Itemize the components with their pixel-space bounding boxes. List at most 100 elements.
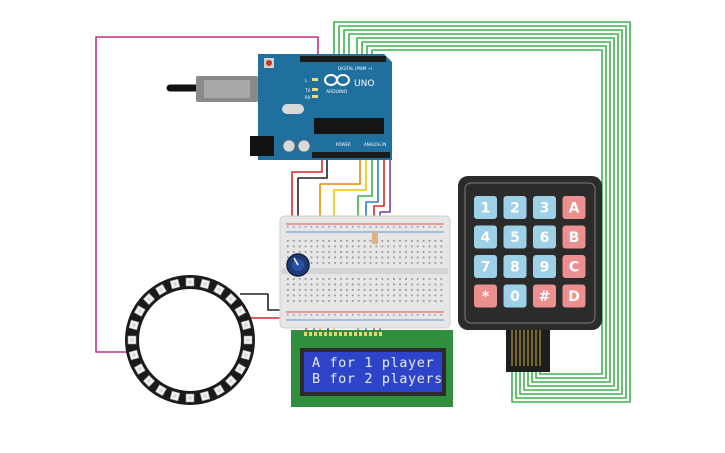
- crystal: [282, 104, 304, 114]
- keypad-key-label: 0: [510, 289, 520, 305]
- keypad-key-label: *: [482, 289, 490, 305]
- keypad-key-label: 4: [481, 230, 491, 246]
- keypad-key-C[interactable]: C: [562, 255, 586, 278]
- keypad-ribbon-lines: [511, 330, 541, 366]
- keypad-inner: [464, 182, 596, 324]
- reset-button-cap: [266, 60, 272, 66]
- wire-keypad-1: [333, 21, 631, 403]
- keypad-key-2[interactable]: 2: [503, 196, 527, 219]
- neopixel-led: [142, 292, 156, 306]
- keypad-key-8[interactable]: 8: [503, 255, 527, 278]
- neopixel-led: [128, 319, 140, 331]
- keypad-key-label: 8: [510, 260, 520, 276]
- breadboard[interactable]: [279, 215, 451, 329]
- tx-led: [312, 88, 318, 91]
- breadboard-center-channel: [282, 268, 448, 274]
- capacitor-2: [297, 139, 311, 153]
- usb-plug-inner: [204, 80, 250, 98]
- keypad-key-5[interactable]: 5: [503, 225, 527, 249]
- keypad-key-label: 9: [540, 260, 550, 276]
- keypad-key-4[interactable]: 4: [474, 225, 497, 249]
- keypad-key-9[interactable]: 9: [533, 255, 556, 278]
- wire-ring-to-arduino: [95, 36, 319, 353]
- potentiometer-knob[interactable]: [286, 253, 310, 277]
- wire-keypad-7: [366, 45, 607, 379]
- l-led: [312, 78, 318, 81]
- neopixel-led: [240, 349, 252, 361]
- neopixel-ring[interactable]: [125, 275, 255, 405]
- keypad-key-label: 6: [540, 230, 550, 246]
- analog-header: [312, 152, 390, 158]
- arduino-infinity-logo: [324, 74, 350, 86]
- wire-keypad-5: [356, 37, 615, 387]
- wire-orange: [319, 158, 361, 244]
- neopixel-led: [185, 393, 195, 403]
- keypad-key-B[interactable]: B: [562, 225, 586, 249]
- keypad-key-*[interactable]: *: [474, 284, 497, 308]
- capacitor-1: [282, 139, 296, 153]
- lcd-line-1: A for 1 player: [312, 355, 435, 371]
- keypad-key-D[interactable]: D: [562, 284, 586, 308]
- wire-keypad-3: [343, 29, 623, 395]
- wire-gnd: [297, 158, 328, 226]
- neopixel-led: [240, 319, 252, 331]
- neopixel-led: [133, 305, 146, 317]
- keypad-key-A[interactable]: A: [562, 196, 586, 219]
- neopixel-led: [224, 374, 238, 388]
- wire-keypad-2: [338, 25, 627, 399]
- arduino-power-label: POWER: [336, 142, 351, 147]
- keypad-key-0[interactable]: 0: [503, 284, 527, 308]
- keypad-key-label: 3: [540, 201, 550, 217]
- keypad-key-label: D: [568, 289, 580, 305]
- arduino-logo-text: ARDUINO: [326, 89, 348, 95]
- atmega-chip: [314, 118, 384, 134]
- neopixel-led: [243, 335, 253, 345]
- neopixel-led: [127, 335, 137, 345]
- keypad-key-label: B: [569, 230, 580, 246]
- arduino-digital-label: DIGITAL (PWM ~): [338, 66, 373, 71]
- wire-keypad-6: [361, 41, 611, 383]
- arduino-tx-label: TX: [304, 88, 310, 93]
- neopixel-led: [234, 305, 247, 317]
- digital-header: [300, 56, 386, 62]
- lcd-line-2: B for 2 players: [312, 371, 443, 387]
- neopixel-led: [185, 277, 195, 287]
- arduino-uno[interactable]: ARDUINO UNO DIGITAL (PWM ~) POWER ANALOG…: [166, 54, 392, 160]
- neopixel-led: [199, 390, 211, 402]
- breadboard-holes: [287, 226, 443, 316]
- keypad-key-label: 2: [510, 201, 520, 217]
- arduino-model: UNO: [354, 79, 374, 89]
- neopixel-led: [142, 374, 156, 388]
- keypad-key-label: 5: [510, 230, 520, 246]
- neopixel-led: [169, 278, 181, 290]
- neopixel-led: [199, 278, 211, 290]
- lcd-screen: [304, 352, 442, 392]
- neopixel-led: [169, 390, 181, 402]
- keypad-key-6[interactable]: 6: [533, 225, 556, 249]
- lcd-display[interactable]: [291, 330, 453, 407]
- wire-ring-power: [240, 293, 290, 311]
- keypad-key-#[interactable]: #: [533, 284, 556, 308]
- neopixel-led: [224, 292, 238, 306]
- neopixel-led: [234, 363, 247, 375]
- arduino-l-label: L: [305, 78, 308, 83]
- neopixel-led: [128, 349, 140, 361]
- lcd-pins: [304, 332, 382, 336]
- neopixel-led: [213, 283, 225, 296]
- keypad-key-7[interactable]: 7: [474, 255, 497, 278]
- arduino-rx-label: RX: [305, 95, 311, 100]
- power-jack: [250, 136, 274, 156]
- resistor: [372, 232, 378, 244]
- arduino-analog-label: ANALOG IN: [364, 142, 386, 147]
- neopixel-led: [155, 384, 167, 397]
- keypad-key-label: 7: [481, 260, 491, 276]
- wire-5v: [291, 158, 323, 226]
- neopixel-led: [155, 283, 167, 296]
- neopixel-led: [133, 363, 146, 375]
- keypad-key-label: 1: [481, 201, 491, 217]
- keypad-key-3[interactable]: 3: [533, 196, 556, 219]
- keypad-key-1[interactable]: 1: [474, 196, 497, 219]
